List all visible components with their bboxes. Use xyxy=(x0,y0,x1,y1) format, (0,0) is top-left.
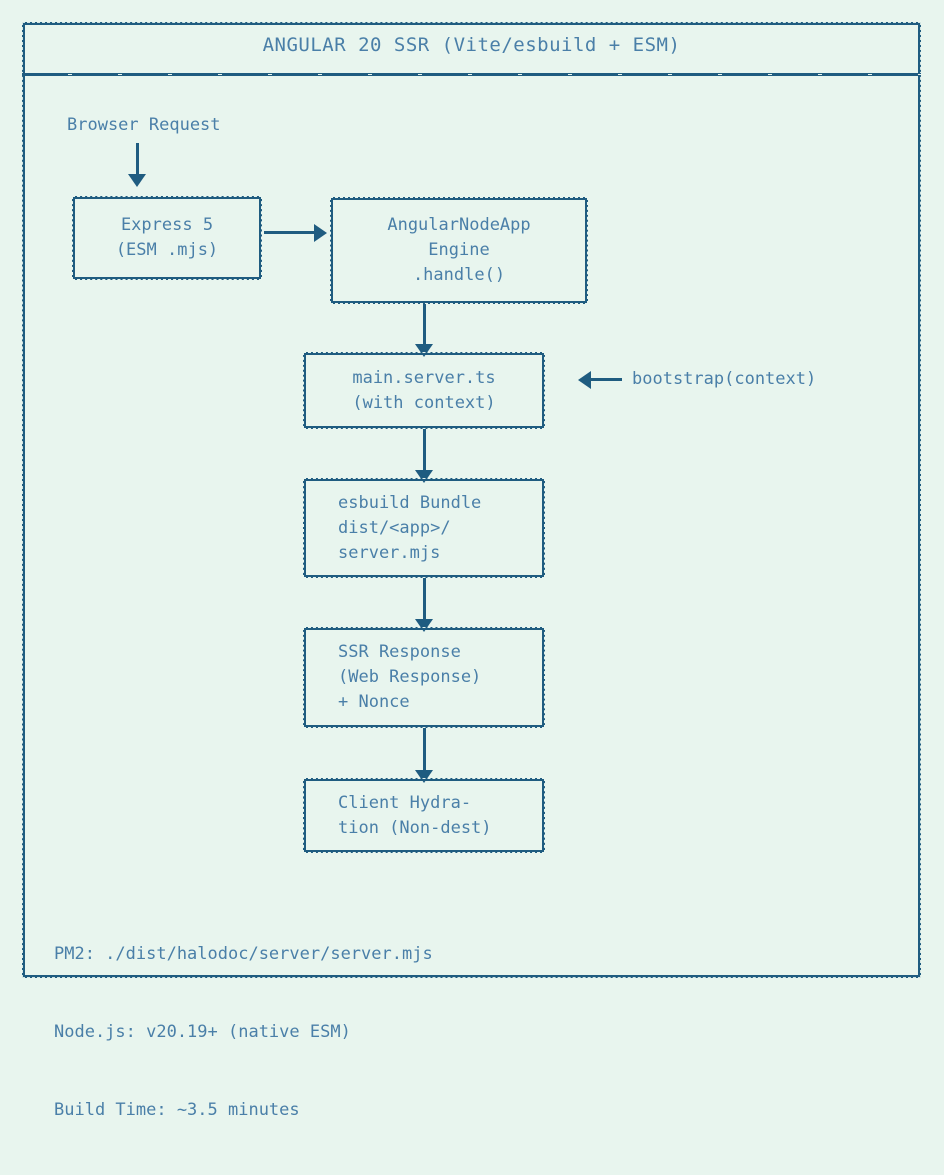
bootstrap-annotation: bootstrap(context) xyxy=(632,369,817,389)
express-to-engine-arrow-head xyxy=(314,224,327,242)
diagram-title: ANGULAR 20 SSR (Vite/esbuild + ESM) xyxy=(262,34,681,56)
node-main-server-ts[interactable]: main.server.ts (with context) xyxy=(303,352,545,429)
node-ssr-line-1: (Web Response) xyxy=(338,667,482,687)
footer-line-build-time: Build Time: ~3.5 minutes xyxy=(54,1100,300,1120)
esbuild-to-ssr-line xyxy=(423,578,426,628)
node-angular-node-app-engine[interactable]: AngularNodeApp Engine .handle() xyxy=(330,197,588,304)
bootstrap-arrow-line xyxy=(590,378,622,381)
node-engine-line-1: Engine xyxy=(428,240,490,260)
footer-line-pm2: PM2: ./dist/halodoc/server/server.mjs xyxy=(54,944,433,964)
node-ssr-line-2: + Nonce xyxy=(338,692,410,712)
footer-line-node: Node.js: v20.19+ (native ESM) xyxy=(54,1022,351,1042)
node-ssr-response[interactable]: SSR Response (Web Response) + Nonce xyxy=(303,627,545,728)
engine-to-main-line xyxy=(423,304,426,352)
node-esbuild-line-1: dist/<app>/ xyxy=(338,517,451,538)
node-esbuild-line-0: esbuild Bundle xyxy=(338,492,482,513)
entry-connector-line xyxy=(136,143,139,175)
diagram-frame xyxy=(22,22,921,978)
node-esbuild-bundle[interactable]: esbuild Bundle dist/<app>/ server.mjs xyxy=(303,478,545,578)
node-hydration-line-0: Client Hydra- xyxy=(338,792,472,813)
node-express[interactable]: Express 5 (ESM .mjs) xyxy=(72,196,262,280)
entry-label: Browser Request xyxy=(67,115,221,135)
node-main-server-line-0: main.server.ts xyxy=(352,367,496,388)
bootstrap-arrow-head xyxy=(578,371,591,389)
title-divider xyxy=(22,73,921,76)
node-hydration-line-1: tion (Non-dest) xyxy=(338,817,492,838)
node-main-server-line-1: (with context) xyxy=(352,392,496,413)
node-ssr-line-0: SSR Response xyxy=(338,642,461,662)
ssr-architecture-diagram: ANGULAR 20 SSR (Vite/esbuild + ESM) Brow… xyxy=(22,22,921,1120)
node-express-line-1: (ESM .mjs) xyxy=(115,240,219,260)
node-engine-line-0: AngularNodeApp xyxy=(387,215,531,235)
node-express-line-0: Express 5 xyxy=(120,215,214,235)
express-to-engine-line xyxy=(264,231,316,234)
entry-arrow-head xyxy=(128,174,146,187)
node-esbuild-line-2: server.mjs xyxy=(338,542,441,563)
footer-notes: PM2: ./dist/halodoc/server/server.mjs No… xyxy=(54,889,433,1175)
ssr-to-hydration-line xyxy=(423,728,426,778)
node-client-hydration[interactable]: Client Hydra- tion (Non-dest) xyxy=(303,778,545,853)
node-engine-line-2: .handle() xyxy=(412,265,506,285)
main-to-esbuild-line xyxy=(423,429,426,479)
